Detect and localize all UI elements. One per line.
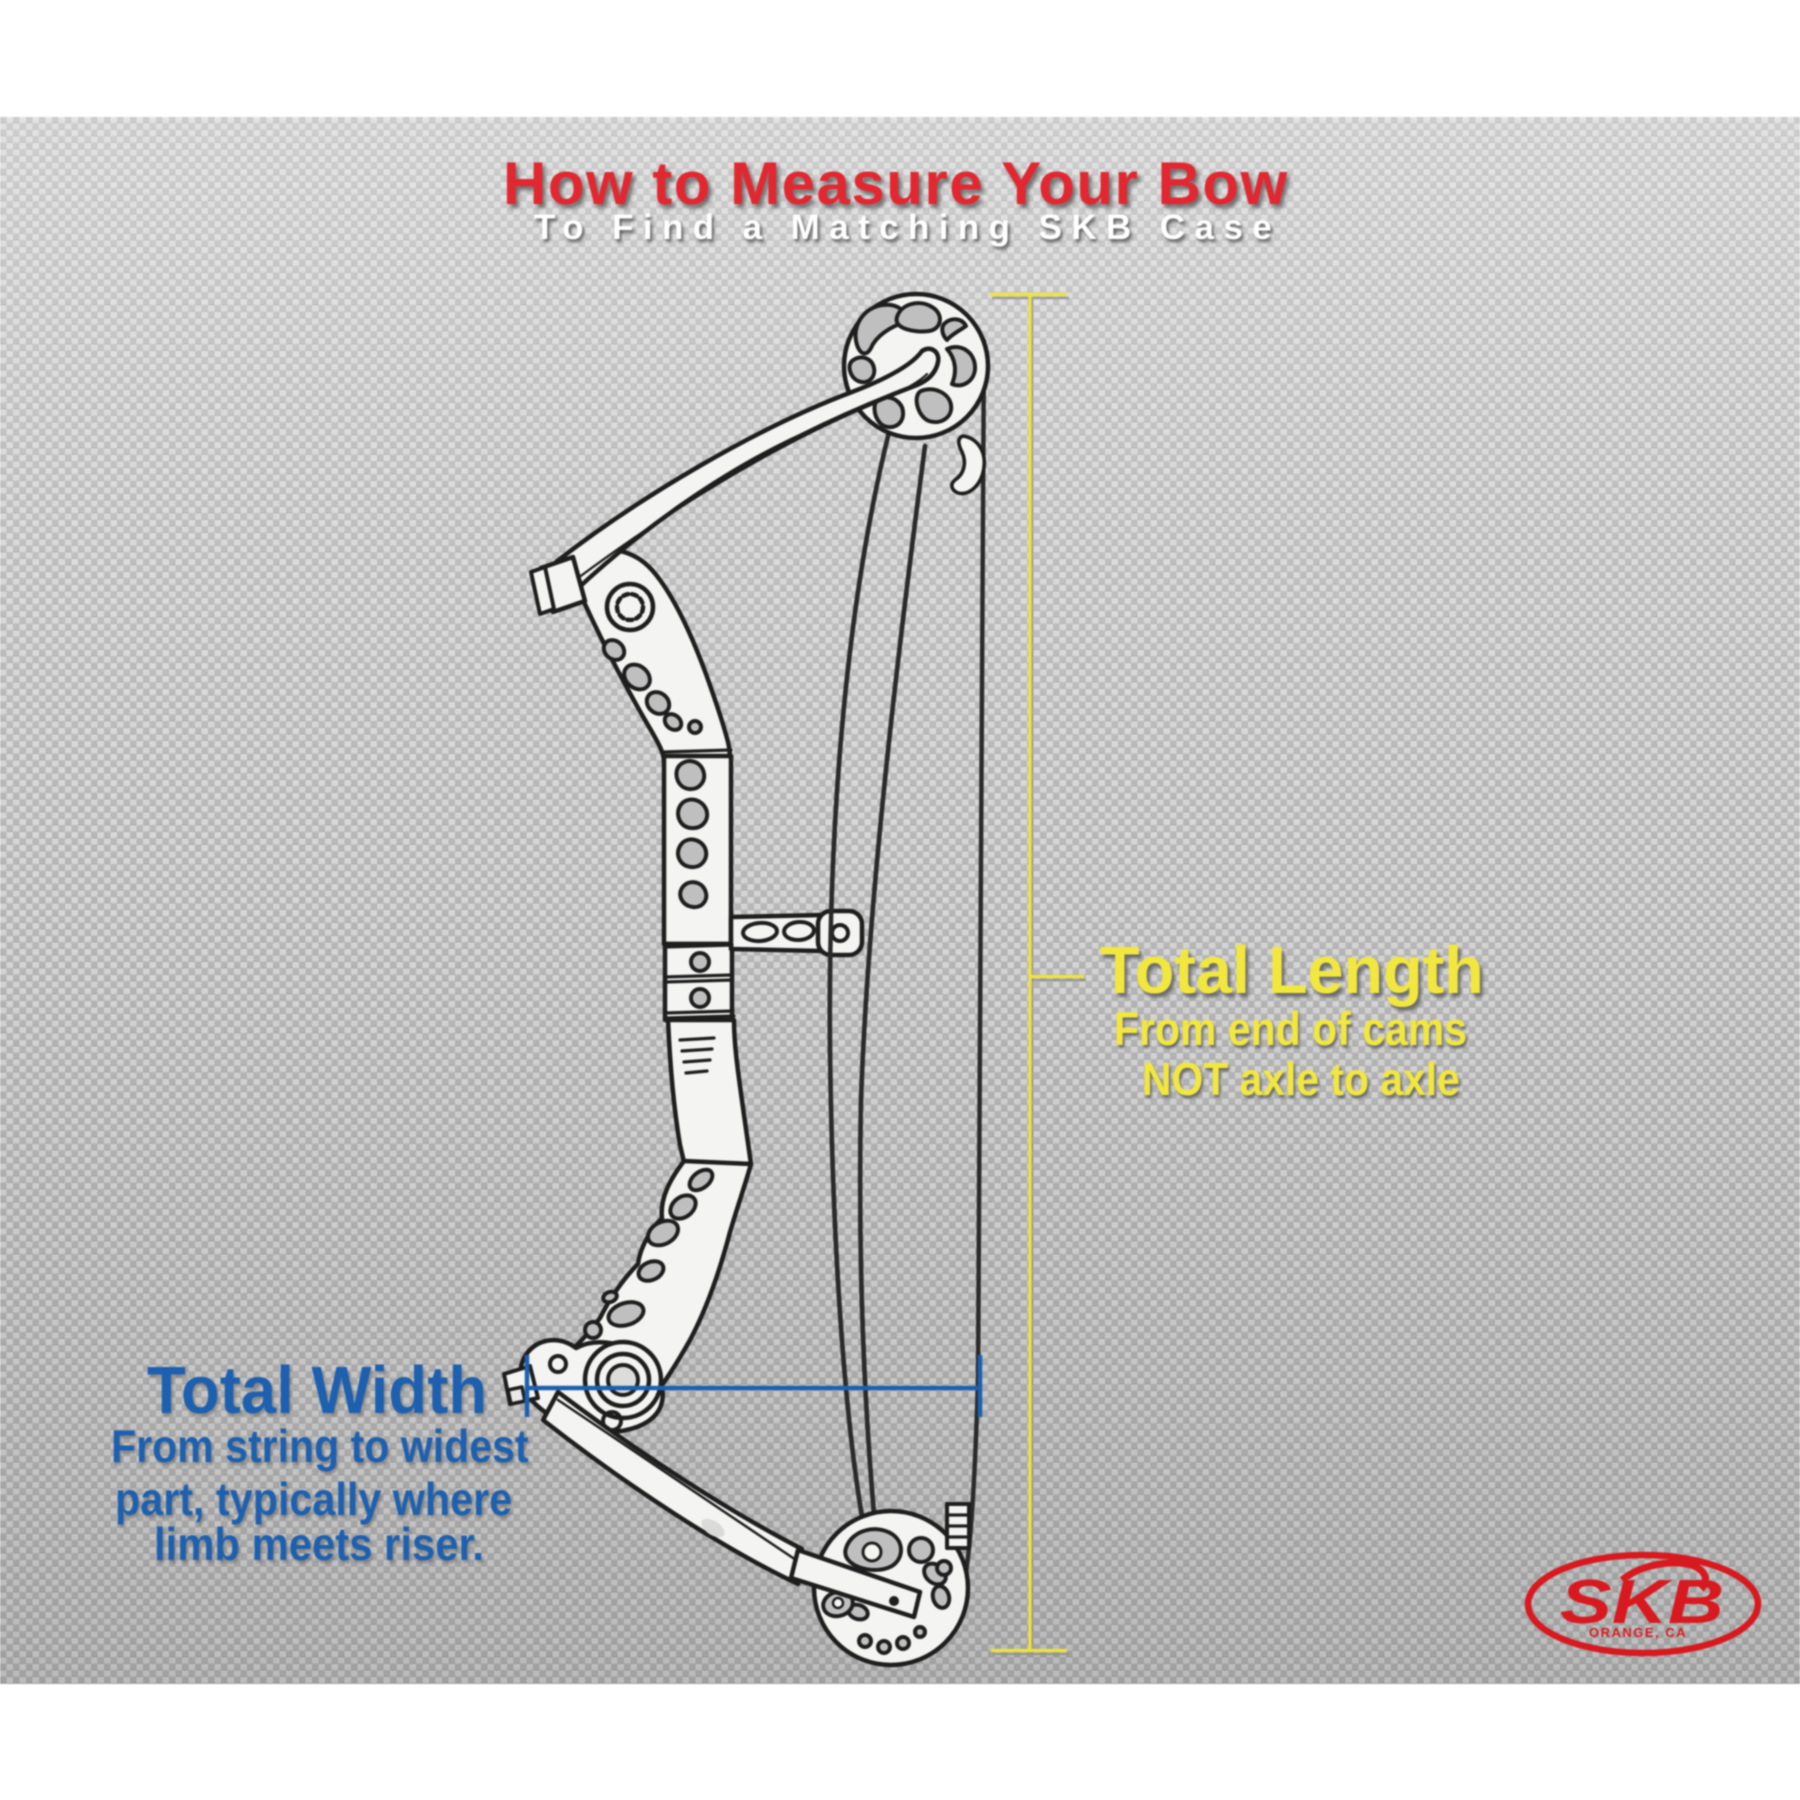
svg-text:ORANGE, CA: ORANGE, CA <box>1589 1625 1687 1640</box>
svg-text:SKB: SKB <box>1560 1568 1724 1637</box>
